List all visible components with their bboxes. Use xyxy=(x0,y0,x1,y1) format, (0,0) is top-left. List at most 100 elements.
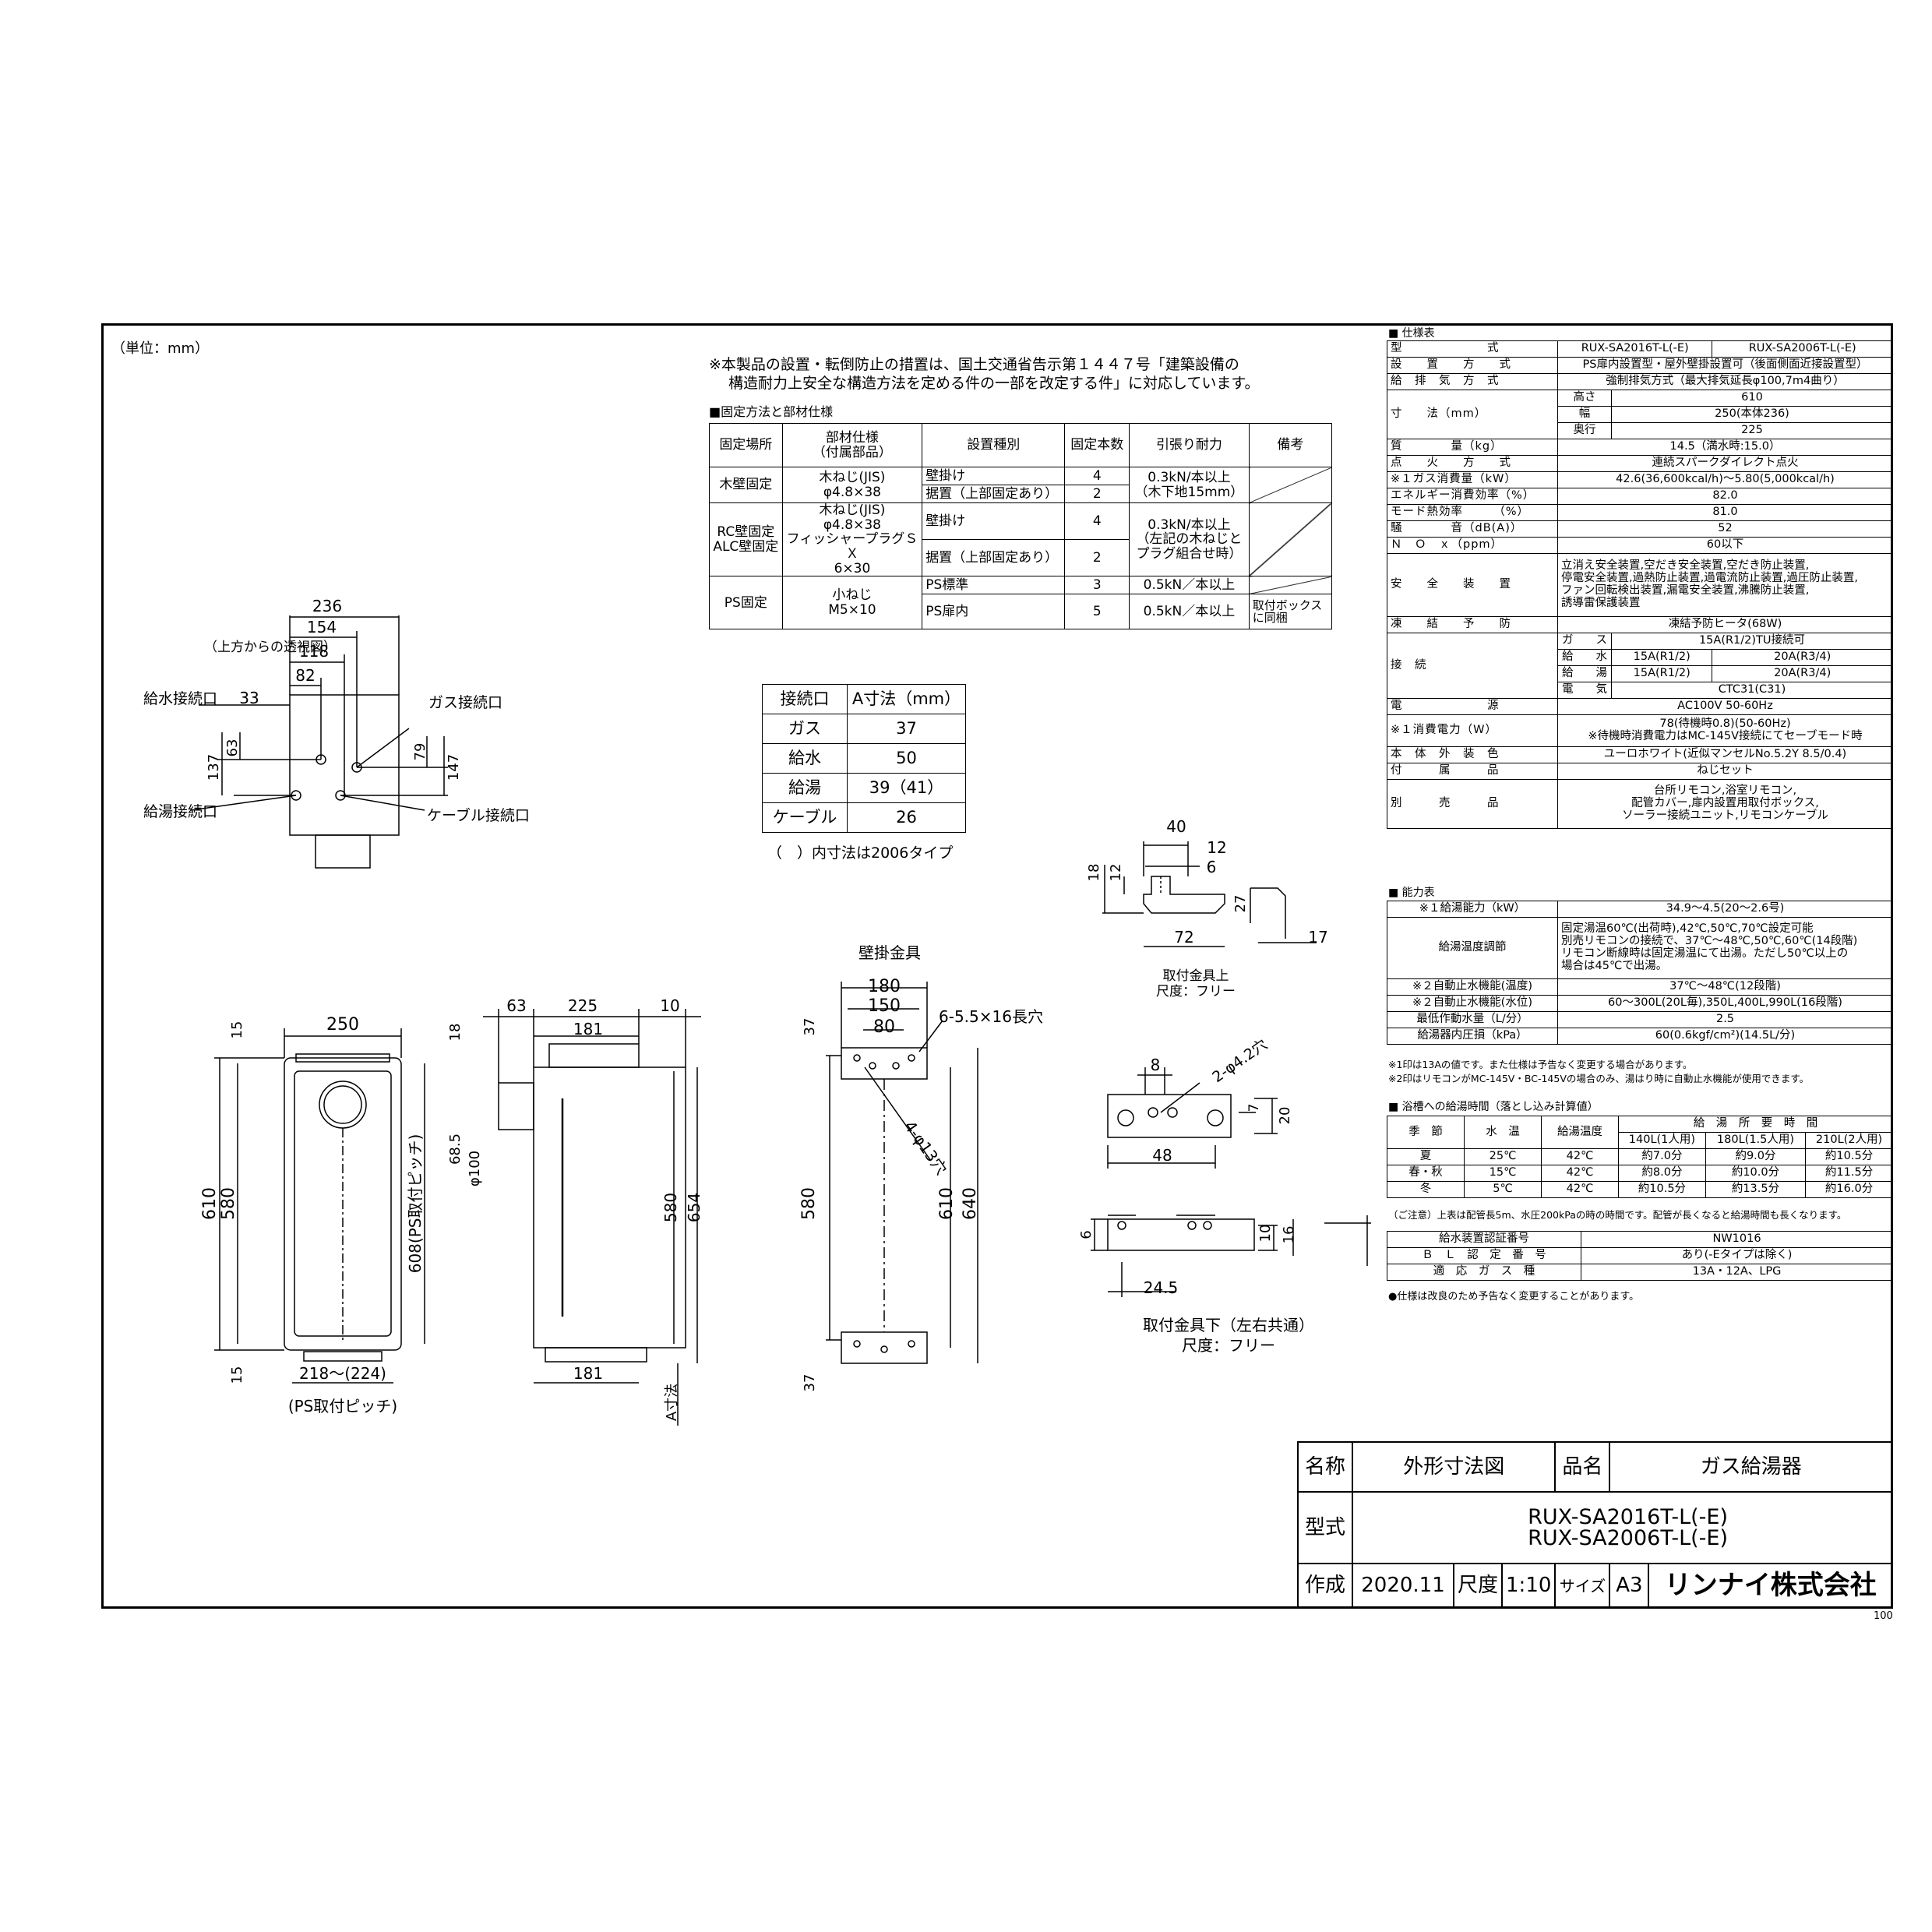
title-name: 外形寸法図 xyxy=(1351,1441,1557,1493)
spec-value: RUX-SA2016T-L(-E) xyxy=(1557,340,1713,358)
dim-a: A寸法 xyxy=(664,1384,680,1421)
dim-181-bottom: 181 xyxy=(573,1364,603,1383)
side-flue xyxy=(498,1082,534,1130)
dim-2-holes: 2-φ4.2穴 xyxy=(1209,1036,1271,1086)
dim-580-bracket: 580 xyxy=(799,1187,819,1220)
mid-bracket-body xyxy=(1107,1094,1232,1138)
dim-16: 16 xyxy=(1281,1226,1297,1244)
exhaust-grille xyxy=(319,1081,367,1129)
dim-180: 180 xyxy=(868,977,901,996)
dim-137: 137 xyxy=(206,754,222,781)
dim-63-side: 63 xyxy=(506,996,526,1015)
title-product: ガス給湯器 xyxy=(1609,1441,1893,1493)
fix-force: 0.5kN／本以上 xyxy=(1129,594,1250,630)
fix-header: 設置種別 xyxy=(922,423,1066,467)
bath-cell: 約9.0分 xyxy=(1705,1148,1807,1165)
title-size: A3 xyxy=(1609,1563,1650,1609)
spec-label: 型 式 xyxy=(1387,340,1558,358)
spec-sub: 幅 xyxy=(1557,406,1612,423)
bath-note: （ご注意）上表は配管長5m、水圧200kPaの時の時間です。配管が長くなると給湯… xyxy=(1388,1209,1847,1221)
title-made-label: 作成 xyxy=(1297,1563,1353,1609)
bath-cell: 約10.0分 xyxy=(1705,1165,1807,1182)
dim-10-bottom: 10 xyxy=(1257,1225,1274,1243)
spec-value: 42.6(36,600kcal/h)〜5.80(5,000kcal/h) xyxy=(1557,471,1893,488)
dim-118: 118 xyxy=(299,642,329,661)
dim-654: 654 xyxy=(685,1193,703,1222)
dim-225: 225 xyxy=(568,996,598,1015)
dim-610: 610 xyxy=(200,1187,220,1220)
dim-580-side: 580 xyxy=(661,1193,680,1222)
title-size-label: サイズ xyxy=(1554,1563,1611,1609)
spec-label: 安 全 装 置 xyxy=(1387,553,1558,617)
bottom-bracket-body xyxy=(1107,1218,1255,1251)
middle-bracket: 8 2-φ4.2穴 7 20 48 xyxy=(1107,1036,1293,1169)
dim-phi100: φ100 xyxy=(467,1151,483,1186)
wall-bracket: 壁掛金具 180 150 80 6-5.5×16長穴 37 580 4-φ13穴… xyxy=(799,943,1043,1391)
fix-kind: 据置（上部固定あり） xyxy=(922,485,1066,503)
dim-147: 147 xyxy=(446,754,462,781)
dim-12-v: 12 xyxy=(1108,864,1124,882)
conn-name: ガス xyxy=(762,714,848,744)
fix-note-diag xyxy=(1248,467,1333,503)
spec-value: ユーロホワイト(近似マンセルNo.5.2Y 8.5/0.4) xyxy=(1557,746,1893,763)
bath-cell: 約10.5分 xyxy=(1618,1181,1706,1198)
conn-name: ケーブル xyxy=(762,802,848,833)
dim-608: 608(PS取付ピッチ) xyxy=(406,1134,425,1274)
cap-label: 給湯温度調節 xyxy=(1387,917,1558,979)
fix-note: 取付ボックス に同梱 xyxy=(1248,594,1333,630)
fix-header: 固定場所 xyxy=(709,423,783,467)
wall-bracket-top xyxy=(841,1047,928,1080)
dim-80: 80 xyxy=(873,1017,895,1037)
fix-kind: PS扉内 xyxy=(922,594,1066,630)
spec-label: 給 排 気 方 式 xyxy=(1387,373,1558,390)
fix-count: 3 xyxy=(1064,576,1130,595)
top-flue xyxy=(315,834,371,869)
dim-7: 7 xyxy=(1246,1104,1262,1112)
dim-12-h: 12 xyxy=(1207,838,1226,857)
cap-label: 給湯器内圧損（kPa） xyxy=(1387,1028,1558,1045)
front-panel xyxy=(294,1070,392,1337)
dim-8: 8 xyxy=(1151,1056,1161,1074)
fix-kind: 据置（上部固定あり） xyxy=(922,539,1066,577)
page-number: 100 xyxy=(1874,1610,1893,1622)
bath-cell: 冬 xyxy=(1387,1181,1465,1198)
dim-33: 33 xyxy=(239,689,259,707)
bottom-bracket-scale: 尺度：フリー xyxy=(1182,1336,1275,1355)
fix-kind: 壁掛け xyxy=(922,502,1066,541)
fix-header: 部材仕様 （付属部品） xyxy=(781,423,923,467)
dim-holes: 4-φ13穴 xyxy=(901,1117,951,1178)
water-inlet-label: 給水接続口 xyxy=(143,690,217,707)
dim-10: 10 xyxy=(660,996,679,1015)
dim-72: 72 xyxy=(1174,928,1193,947)
title-name-label: 名称 xyxy=(1297,1441,1353,1493)
bottom-bracket: 6 10 16 24.5 取付金具下（左右共通） 尺度：フリー xyxy=(1078,1215,1371,1355)
dim-610-bracket: 610 xyxy=(937,1187,957,1220)
dim-154: 154 xyxy=(307,618,337,636)
cap-value: 60〜300L(20L毎),350L,400L,990L(16段階) xyxy=(1557,995,1893,1012)
dim-20: 20 xyxy=(1277,1107,1293,1125)
notice-line-1: ※本製品の設置・転倒防止の措置は、国土交通省告示第１４４７号「建築設備の xyxy=(709,356,1239,373)
dim-181-top: 181 xyxy=(573,1020,603,1038)
title-model-label: 型式 xyxy=(1297,1490,1353,1565)
spec-label: 凍 結 予 防 xyxy=(1387,616,1558,633)
conn-value: 50 xyxy=(847,743,966,774)
dim-18-bracket: 18 xyxy=(1086,864,1102,882)
cap-label: ※２自動止水機能(温度) xyxy=(1387,978,1558,996)
bath-cell: 42℃ xyxy=(1541,1148,1619,1165)
fix-count: 5 xyxy=(1064,594,1130,630)
conn-value: 26 xyxy=(847,802,966,833)
dim-580: 580 xyxy=(219,1187,238,1220)
spec-value: 14.5（満水時:15.0） xyxy=(1557,439,1893,456)
title-model-1: RUX-SA2016T-L(-E) xyxy=(1528,1505,1728,1530)
bath-cell: 42℃ xyxy=(1541,1165,1619,1182)
dim-250: 250 xyxy=(326,1015,359,1035)
dim-82: 82 xyxy=(295,666,315,685)
bath-title: ■ 浴槽への給湯時間（落とし込み計算値） xyxy=(1388,1101,1599,1113)
fix-count: 2 xyxy=(1064,539,1130,577)
side-fittings xyxy=(545,1347,647,1363)
spec-title: ■ 仕様表 xyxy=(1388,327,1435,340)
